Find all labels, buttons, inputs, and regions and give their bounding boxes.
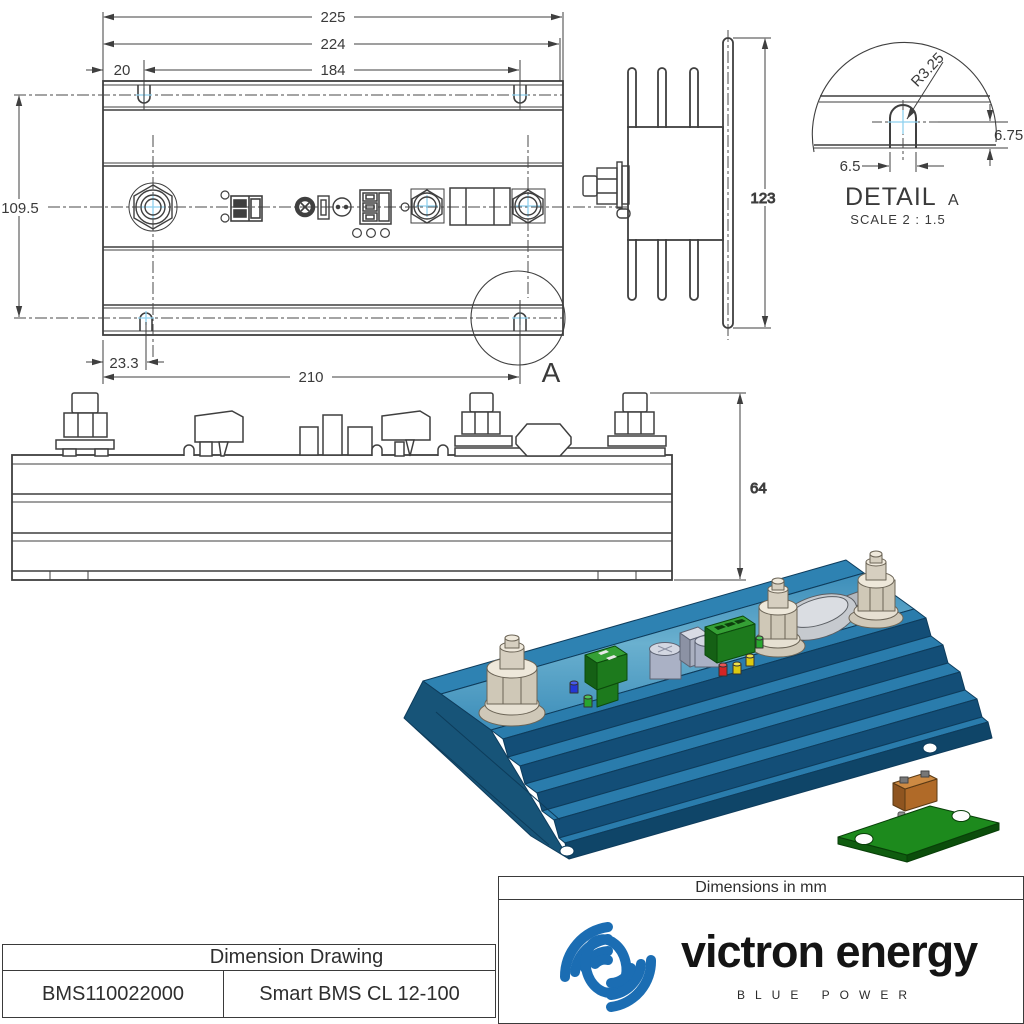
title-block-row: BMS110022000 Smart BMS CL 12-100	[3, 971, 495, 1017]
socket-top	[332, 197, 352, 217]
dim-225: 225	[320, 9, 345, 26]
side-view: 123	[582, 30, 782, 340]
component-front	[347, 426, 373, 456]
pcb-hole	[854, 833, 874, 845]
pilot-hole	[220, 190, 230, 200]
detail-title: DETAIL	[845, 183, 937, 211]
detail-marker-label: A	[542, 357, 561, 388]
torx-screw-top	[294, 196, 316, 218]
bottom-notches	[49, 571, 637, 580]
dim-text-masks	[0, 9, 354, 385]
front-components	[55, 392, 667, 457]
drawing-type-label: Dimension Drawing	[209, 946, 384, 968]
fuse-front	[515, 423, 572, 457]
terminal-block-3d	[704, 615, 756, 664]
fuse-pcb-3d	[837, 770, 1000, 863]
dim-210: 210	[298, 369, 323, 386]
detail-scale: SCALE 2 : 1.5	[850, 212, 945, 227]
right-bolt-top	[511, 188, 546, 224]
three-pin-terminal-top	[352, 189, 392, 239]
mounting-slots	[137, 85, 527, 331]
front-view: 64	[11, 392, 767, 581]
bolt-front-left	[55, 392, 115, 457]
base-notch	[922, 742, 938, 754]
dim-6-5: 6.5	[840, 158, 861, 175]
detail-title-marker: A	[948, 192, 959, 209]
base-notch	[559, 845, 575, 857]
mid-bolt-top	[410, 188, 445, 224]
part-number: BMS110022000	[3, 971, 224, 1017]
dimension-lines	[15, 13, 562, 381]
dim-r3-25: R3.25	[908, 49, 948, 90]
status-leds-3d	[569, 635, 764, 708]
two-pin-connector-top	[230, 195, 263, 222]
dim-6-75: 6.75	[994, 127, 1023, 144]
isometric-view	[403, 550, 1000, 863]
top-view: 225 224 184 20 109.5 23.3 210 A	[0, 9, 628, 388]
product-name: Smart BMS CL 12-100	[259, 982, 460, 1005]
pilot-hole	[220, 213, 230, 223]
victron-swirl-icon	[559, 922, 656, 1012]
title-block-header: Dimension Drawing	[3, 945, 495, 971]
led-window-top	[317, 195, 330, 220]
bolt-front-right	[607, 392, 667, 447]
connector-front-2	[371, 410, 449, 457]
pcb-hole	[951, 810, 971, 822]
left-bolt-top	[128, 182, 178, 232]
units-note: Dimensions in mm	[499, 877, 1023, 900]
terminal-bolt-side	[582, 161, 631, 219]
dim-20: 20	[114, 62, 131, 79]
victron-logo-area: victron energy BLUE POWER	[499, 900, 1023, 1024]
brand-wordmark: victron energy	[681, 926, 978, 977]
dim-64: 64	[750, 480, 767, 497]
logo-box: Dimensions in mm victron energy BLUE POW…	[498, 876, 1024, 1024]
connector-3d-small	[584, 645, 628, 708]
heatsink-fins-side	[627, 37, 734, 329]
extension-lines	[650, 392, 746, 581]
detail-circle	[470, 270, 566, 366]
terminal-bolt-3d-right	[848, 550, 904, 629]
dim-109-5: 109.5	[1, 200, 39, 217]
radius-leader	[906, 61, 944, 120]
dim-224: 224	[320, 36, 345, 53]
terminal-bolt-3d-left	[478, 634, 546, 727]
bolt-front-mid	[454, 392, 513, 447]
title-block: Dimension Drawing BMS110022000 Smart BMS…	[2, 944, 496, 1018]
heatsink-left-end	[403, 680, 570, 860]
dim-184: 184	[320, 62, 345, 79]
extension-lines	[889, 121, 1008, 172]
small-hole	[400, 202, 410, 212]
component-front	[322, 414, 343, 456]
detail-a-view: R3.25 6.75 6.5 DETAIL A SCALE 2 : 1.5	[811, 41, 1023, 227]
fuse-holder-top	[449, 187, 511, 226]
component-front	[299, 426, 319, 456]
capacitor-3d-1	[649, 642, 682, 680]
dim-123: 123	[750, 190, 775, 207]
centerlines	[14, 94, 628, 365]
dim-23-3: 23.3	[109, 355, 138, 372]
terminal-bolt-3d-mid	[750, 577, 806, 658]
brand-tagline: BLUE POWER	[737, 988, 918, 1002]
connector-front-1	[183, 410, 244, 457]
detail-boundary-arc	[811, 41, 997, 153]
